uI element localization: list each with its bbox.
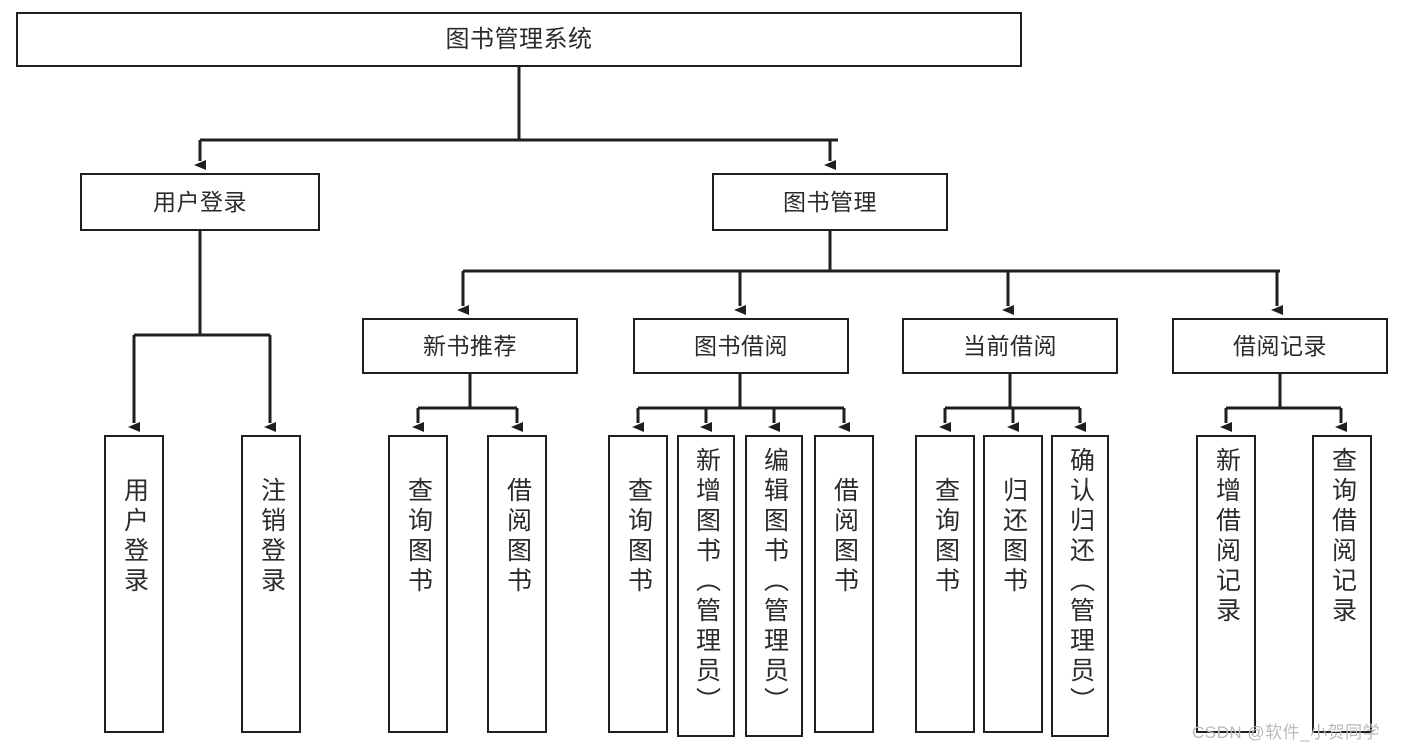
- leaf-borrow-book-1[interactable]: 借阅图书: [487, 435, 547, 733]
- leaf-borrow-book-1-label: 借阅图书: [503, 477, 532, 597]
- node-book-borrow[interactable]: 图书借阅: [633, 318, 849, 374]
- leaf-add-book-label: 新增图书（管理员）: [692, 447, 721, 717]
- leaf-query-book-1[interactable]: 查询图书: [388, 435, 448, 733]
- leaf-add-book[interactable]: 新增图书（管理员）: [677, 435, 735, 737]
- leaf-user-login-label: 用户登录: [120, 477, 149, 597]
- leaf-query-book-2-label: 查询图书: [624, 477, 653, 597]
- leaf-query-book-1-label: 查询图书: [404, 477, 433, 597]
- watermark: CSDN @软件_小贺同学: [1192, 718, 1380, 743]
- node-borrow-record-label: 借阅记录: [1233, 332, 1327, 359]
- leaf-edit-book-label: 编辑图书（管理员）: [760, 447, 789, 717]
- leaf-logout[interactable]: 注销登录: [241, 435, 301, 733]
- leaf-confirm-return-label: 确认归还（管理员）: [1066, 447, 1095, 717]
- node-new-book-recommend-label: 新书推荐: [423, 332, 517, 359]
- leaf-borrow-book-2-label: 借阅图书: [830, 477, 859, 597]
- leaf-add-record-label: 新增借阅记录: [1212, 447, 1241, 627]
- leaf-user-login[interactable]: 用户登录: [104, 435, 164, 733]
- node-book-manage[interactable]: 图书管理: [712, 173, 948, 231]
- node-user-login-label: 用户登录: [153, 188, 247, 215]
- node-book-borrow-label: 图书借阅: [694, 332, 788, 359]
- node-borrow-record[interactable]: 借阅记录: [1172, 318, 1388, 374]
- watermark-text: CSDN @软件_小贺同学: [1192, 723, 1381, 742]
- leaf-return-book-label: 归还图书: [999, 477, 1028, 597]
- node-current-borrow-label: 当前借阅: [963, 332, 1057, 359]
- leaf-query-record[interactable]: 查询借阅记录: [1312, 435, 1372, 733]
- node-root[interactable]: 图书管理系统: [16, 12, 1022, 67]
- node-current-borrow[interactable]: 当前借阅: [902, 318, 1118, 374]
- leaf-confirm-return[interactable]: 确认归还（管理员）: [1051, 435, 1109, 737]
- leaf-return-book[interactable]: 归还图书: [983, 435, 1043, 733]
- node-root-label: 图书管理系统: [445, 25, 593, 53]
- leaf-logout-label: 注销登录: [257, 477, 286, 597]
- leaf-borrow-book-2[interactable]: 借阅图书: [814, 435, 874, 733]
- leaf-query-book-3[interactable]: 查询图书: [915, 435, 975, 733]
- leaf-add-record[interactable]: 新增借阅记录: [1196, 435, 1256, 733]
- leaf-query-book-2[interactable]: 查询图书: [608, 435, 668, 733]
- leaf-edit-book[interactable]: 编辑图书（管理员）: [745, 435, 803, 737]
- node-book-manage-label: 图书管理: [783, 188, 877, 215]
- node-user-login[interactable]: 用户登录: [80, 173, 320, 231]
- leaf-query-record-label: 查询借阅记录: [1328, 447, 1357, 627]
- leaf-query-book-3-label: 查询图书: [931, 477, 960, 597]
- node-new-book-recommend[interactable]: 新书推荐: [362, 318, 578, 374]
